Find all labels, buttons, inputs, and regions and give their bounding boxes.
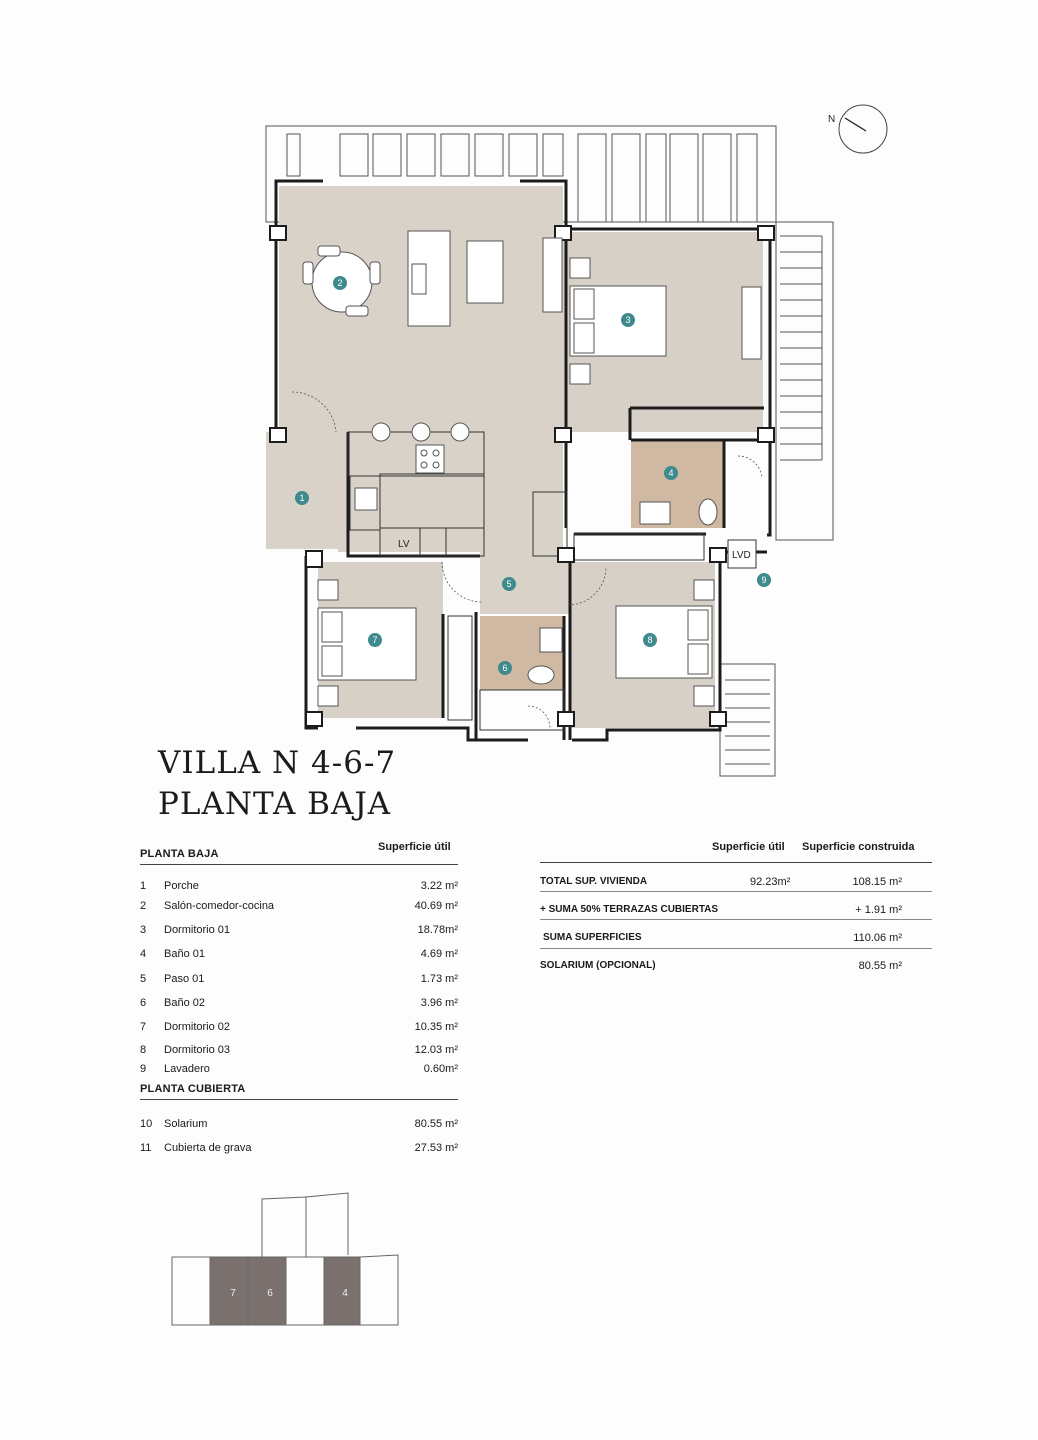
- row-value: 0.60m²: [423, 1063, 458, 1075]
- summary-construida: 108.15 m²: [852, 876, 902, 888]
- col-superficie-util-right: Superficie útil: [712, 841, 785, 853]
- keyplan-label-7: 7: [230, 1288, 236, 1299]
- row-value: 27.53 m²: [414, 1142, 458, 1154]
- row-value: 3.96 m²: [420, 997, 458, 1009]
- list-item: 9 Lavadero 0.60m²: [140, 1063, 458, 1079]
- list-item: 8 Dormitorio 03 12.03 m²: [140, 1044, 458, 1060]
- room-markers: 1 2 3 4 5 6 7 8 9: [295, 276, 771, 675]
- list-item: 5 Paso 01 1.73 m²: [140, 973, 458, 989]
- list-item: 3 Dormitorio 01 18.78m²: [140, 924, 458, 940]
- row-name: Salón-comedor-cocina: [164, 900, 275, 912]
- room-marker-4: 4: [668, 468, 673, 478]
- row-value: 40.69 m²: [414, 900, 458, 912]
- furniture: [302, 230, 762, 707]
- row-name: Dormitorio 03: [164, 1044, 231, 1056]
- keyplan-label-4: 4: [342, 1288, 348, 1299]
- list-item: 1 Porche 3.22 m²: [140, 880, 458, 896]
- summary-label: + SUMA 50% TERRAZAS CUBIERTAS: [540, 904, 719, 915]
- summary-label: SUMA SUPERFICIES: [543, 932, 642, 943]
- row-value: 18.78m²: [417, 924, 458, 936]
- divider: [540, 948, 932, 949]
- row-number: 5: [140, 973, 147, 985]
- row-value: 1.73 m²: [420, 973, 458, 985]
- door-swings: [291, 391, 763, 729]
- list-item: 6 Baño 02 3.96 m²: [140, 997, 458, 1013]
- summary-construida: 80.55 m²: [858, 960, 902, 972]
- room-marker-7: 7: [372, 635, 377, 645]
- row-number: 4: [140, 948, 147, 960]
- list-item: 10 Solarium 80.55 m²: [140, 1118, 458, 1134]
- page-subtitle: PLANTA BAJA: [158, 786, 392, 822]
- row-number: 7: [140, 1021, 147, 1033]
- row-value: 80.55 m²: [414, 1118, 458, 1130]
- north-arrow-icon: N: [828, 104, 888, 154]
- row-value: 10.35 m²: [414, 1021, 458, 1033]
- floor-plan: LVD LV 1 2 3 4 5 6 7 8 9 N: [265, 104, 888, 777]
- room-marker-5: 5: [506, 579, 511, 589]
- row-name: Paso 01: [164, 973, 205, 985]
- room-marker-9: 9: [761, 575, 766, 585]
- row-name: Dormitorio 02: [164, 1021, 231, 1033]
- row-name: Baño 01: [164, 948, 205, 960]
- room-marker-1: 1: [299, 493, 304, 503]
- row-value: 12.03 m²: [414, 1044, 458, 1056]
- summary-label: TOTAL SUP. VIVIENDA: [540, 876, 648, 887]
- row-number: 11: [140, 1142, 152, 1154]
- room-marker-6: 6: [502, 663, 507, 673]
- row-number: 3: [140, 924, 147, 936]
- room-marker-2: 2: [337, 278, 342, 288]
- lvd-box: [727, 539, 757, 569]
- summary-label: SOLARIUM (OPCIONAL): [540, 960, 656, 971]
- section-planta-baja: PLANTA BAJA: [140, 848, 219, 860]
- room-porche-fill: [266, 432, 338, 549]
- room-paso-fill: [480, 552, 570, 614]
- row-number: 9: [140, 1063, 147, 1075]
- key-plan: 7 6 4: [171, 1192, 399, 1326]
- list-item: 7 Dormitorio 02 10.35 m²: [140, 1021, 458, 1037]
- row-number: 6: [140, 997, 147, 1009]
- lv-label: LV: [398, 539, 410, 550]
- north-label: N: [828, 114, 835, 125]
- col-superficie-util: Superficie útil: [378, 841, 451, 853]
- room-marker-3: 3: [625, 315, 630, 325]
- row-name: Dormitorio 01: [164, 924, 231, 936]
- list-item: 11 Cubierta de grava 27.53 m²: [140, 1142, 458, 1158]
- row-name: Cubierta de grava: [164, 1142, 252, 1154]
- row-name: Baño 02: [164, 997, 205, 1009]
- divider: [540, 862, 932, 863]
- row-number: 10: [140, 1118, 153, 1130]
- stairs-right: [775, 221, 834, 541]
- divider: [540, 891, 932, 892]
- room-marker-8: 8: [647, 635, 652, 645]
- summary-construida: + 1.91 m²: [855, 904, 902, 916]
- list-item: 2 Salón-comedor-cocina 40.69 m²: [140, 900, 458, 916]
- col-superficie-construida: Superficie construida: [802, 841, 915, 853]
- lvd-label: LVD: [732, 550, 751, 561]
- row-value: 3.22 m²: [420, 880, 458, 892]
- keyplan-label-6: 6: [267, 1288, 273, 1299]
- list-item: 4 Baño 01 4.69 m²: [140, 948, 458, 964]
- section-planta-cubierta: PLANTA CUBIERTA: [140, 1083, 246, 1095]
- summary-construida: 110.06 m²: [853, 932, 902, 944]
- divider: [540, 919, 932, 920]
- divider: [140, 864, 458, 865]
- row-name: Solarium: [164, 1118, 208, 1130]
- row-number: 1: [140, 880, 147, 892]
- summary-util: 92.23m²: [750, 876, 791, 888]
- row-number: 2: [140, 900, 147, 912]
- columns: [269, 225, 775, 727]
- row-value: 4.69 m²: [420, 948, 458, 960]
- divider: [140, 1099, 458, 1100]
- row-name: Porche: [164, 880, 199, 892]
- row-number: 8: [140, 1044, 147, 1056]
- page-title: VILLA N 4-6-7: [158, 745, 397, 781]
- row-name: Lavadero: [164, 1063, 210, 1075]
- stairs-bottom: [719, 663, 776, 777]
